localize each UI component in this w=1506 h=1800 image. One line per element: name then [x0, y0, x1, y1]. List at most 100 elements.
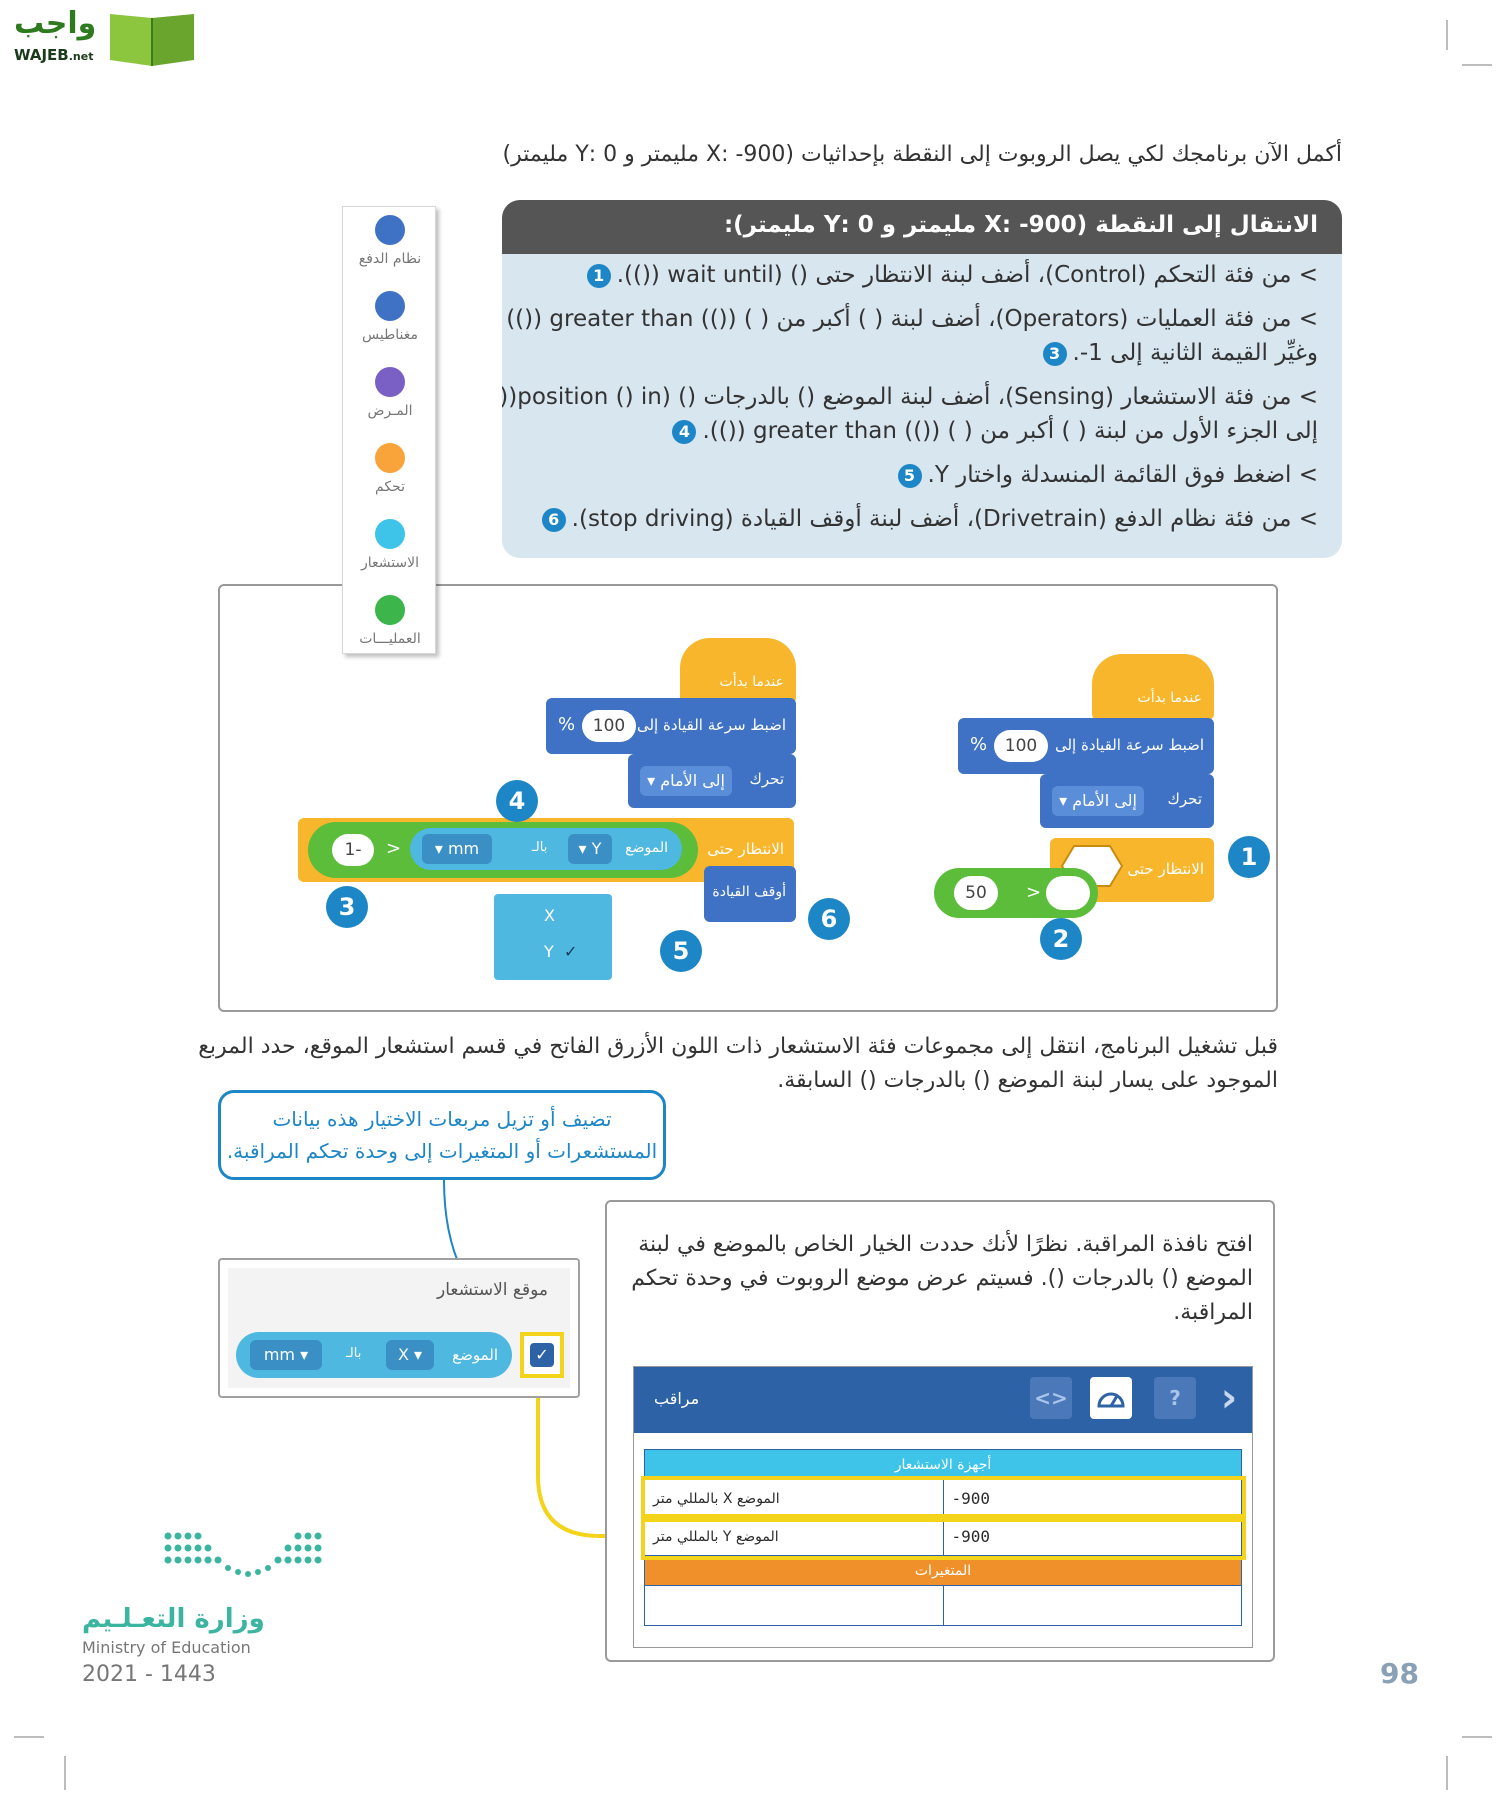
palette-label: نظام الدفع: [358, 251, 422, 267]
marker-4: 4: [496, 780, 538, 822]
category-palette: نظام الدفع مغناطيس المـرض تحكم الاستشعار…: [342, 206, 436, 654]
set-speed-block-right[interactable]: اضبط سرعة القيادة إلى 100 %: [958, 718, 1214, 774]
palette-label: الاستشعار: [360, 555, 420, 571]
palette-dot: [375, 291, 405, 321]
monitor-title: مراقب: [654, 1389, 700, 1408]
instruction-1: > من فئة التحكم (Control)، أضف لبنة الان…: [581, 262, 1318, 288]
palette-label: مغناطيس: [362, 327, 418, 343]
instruction-3: وغيِّر القيمة الثانية إلى 1-.3: [1037, 340, 1318, 366]
greater-than-block[interactable]: الموضع Y ▾ بالـ mm ▾ < -1: [308, 822, 698, 878]
direction-dropdown[interactable]: إلى الأمام ▾: [640, 766, 732, 796]
palette-dot: [375, 443, 405, 473]
palette-sensing[interactable]: الاستشعار: [343, 519, 437, 571]
palette-magnet[interactable]: مغناطيس: [343, 291, 437, 343]
logo-arabic: واجب: [14, 6, 97, 41]
monitor-header: <> ? › مراقب: [634, 1367, 1252, 1433]
monitor-window: <> ? › مراقب أجهزة الاستشعار الموضع X با…: [633, 1366, 1253, 1648]
drive-label: تحرك: [1167, 790, 1203, 808]
crop-mark: [14, 1736, 44, 1738]
crop-mark: [64, 1756, 66, 1790]
axis-dropdown[interactable]: Y ▾: [568, 834, 612, 864]
neg-one-value[interactable]: -1: [332, 834, 374, 866]
position-block[interactable]: الموضع Y ▾ بالـ mm ▾: [410, 828, 682, 870]
crop-mark: [1462, 1736, 1492, 1738]
monitor-row-y: الموضع Y بالمللي متر -900: [640, 1513, 1246, 1560]
checkbox[interactable]: ✓: [530, 1343, 554, 1367]
gauge-icon[interactable]: [1090, 1377, 1132, 1419]
check-icon: ✓: [564, 942, 578, 961]
palette-dot: [375, 367, 405, 397]
instruction-paragraph: قبل تشغيل البرنامج، انتقل إلى مجموعات فئ…: [198, 1030, 1278, 1098]
next-arrow-icon[interactable]: ›: [1220, 1375, 1238, 1421]
set-speed-label: اضبط سرعة القيادة إلى: [1054, 736, 1204, 754]
axis-dropdown-menu[interactable]: X Y ✓: [494, 894, 612, 980]
palette-label: العمليـــات: [359, 631, 421, 647]
compare-value[interactable]: 50: [954, 876, 998, 910]
ministry-english: Ministry of Education: [82, 1638, 251, 1657]
direction-dropdown[interactable]: إلى الأمام ▾: [1052, 786, 1144, 816]
axis-dropdown[interactable]: X ▾: [386, 1340, 434, 1370]
dropdown-option-y[interactable]: Y: [544, 942, 554, 961]
drive-block-left[interactable]: تحرك إلى الأمام ▾: [628, 754, 796, 808]
variable-row: [644, 1585, 1242, 1626]
set-speed-block-left[interactable]: اضبط سرعة القيادة إلى 100 %: [546, 698, 796, 754]
when-started-hat-right[interactable]: عندما بدأت: [1092, 654, 1214, 720]
palette-control[interactable]: تحكم: [343, 443, 437, 495]
percent-label: %: [558, 714, 576, 735]
callout-line: تضيف أو تزيل مربعات الاختيار هذه بيانات: [272, 1107, 612, 1131]
palette-looks[interactable]: المـرض: [343, 367, 437, 419]
greater-than-block-right[interactable]: < 50: [934, 868, 1098, 918]
ministry-arabic: وزارة التعـلـيم: [82, 1604, 265, 1634]
crop-mark: [1446, 20, 1448, 50]
monitor-table: أجهزة الاستشعار الموضع X بالمللي متر -90…: [640, 1449, 1246, 1626]
marker-1: 1: [1228, 836, 1270, 878]
lt-operator: <: [1026, 882, 1042, 903]
speed-value[interactable]: 100: [582, 710, 636, 742]
sensor-location-panel: موقع الاستشعار الموضع X ▾ بالـ mm ▾ ✓: [218, 1258, 580, 1398]
position-label: الموضع: [625, 840, 668, 856]
site-logo[interactable]: واجب WAJEB.net: [10, 6, 194, 66]
sensor-panel-title: موقع الاستشعار: [436, 1280, 548, 1300]
drive-block-right[interactable]: تحرك إلى الأمام ▾: [1040, 774, 1214, 828]
ministry-emblem-icon: [164, 1532, 322, 1577]
instructions-title: الانتقال إلى النقطة (900- :X مليمتر و 0 …: [502, 200, 1342, 254]
speed-value[interactable]: 100: [994, 730, 1048, 762]
checkbox-callout: تضيف أو تزيل مربعات الاختيار هذه بيانات …: [218, 1090, 666, 1180]
variables-header: المتغيرات: [644, 1555, 1242, 1586]
instruction-4: > من فئة الاستشعار (Sensing)، أضف لبنة ا…: [502, 384, 1318, 410]
monitor-section: افتح نافذة المراقبة. نظرًا لأنك حددت الخ…: [605, 1200, 1275, 1662]
help-icon[interactable]: ?: [1154, 1377, 1196, 1419]
palette-operators[interactable]: العمليـــات: [343, 595, 437, 647]
position-block-x[interactable]: الموضع X ▾ بالـ mm ▾: [236, 1332, 512, 1378]
stop-driving-block[interactable]: أوقف القيادة: [704, 866, 796, 922]
when-started-hat-left[interactable]: عندما بدأت: [680, 638, 796, 704]
book-icon: [110, 14, 194, 66]
code-panel: عندما بدأت اضبط سرعة القيادة إلى 100 % ت…: [218, 584, 1278, 1012]
when-started-label: عندما بدأت: [719, 674, 784, 690]
instructions-box: الانتقال إلى النقطة (900- :X مليمتر و 0 …: [502, 200, 1342, 558]
monitor-text-line: المراقبة.: [1173, 1300, 1253, 1325]
palette-drivetrain[interactable]: نظام الدفع: [343, 215, 437, 267]
empty-slot[interactable]: [1046, 876, 1090, 910]
palette-label: المـرض: [367, 403, 413, 419]
edition-year: 2021 - 1443: [82, 1662, 216, 1687]
stop-driving-label: أوقف القيادة: [712, 884, 786, 900]
row-value: -900: [942, 1517, 1242, 1556]
paragraph-line: الموجود على يسار لبنة الموضع () بالدرجات…: [777, 1068, 1278, 1093]
set-speed-label: اضبط سرعة القيادة إلى: [636, 716, 786, 734]
dropdown-option-x[interactable]: X: [544, 906, 555, 925]
instruction-6: > اضغط فوق القائمة المنسدلة واختار Y.5: [892, 462, 1318, 488]
monitor-row-x: الموضع X بالمللي متر -900: [640, 1475, 1246, 1522]
drive-label: تحرك: [749, 770, 785, 788]
unit-dropdown[interactable]: mm ▾: [250, 1340, 322, 1370]
callout-line: المستشعرات أو المتغيرات إلى وحدة تحكم ال…: [226, 1139, 658, 1163]
logo-latin: WAJEB.net: [14, 46, 94, 64]
intro-text: أكمل الآن برنامجك لكي يصل الروبوت إلى ال…: [502, 142, 1342, 167]
in-label: بالـ: [532, 840, 548, 855]
wait-until-label: الانتظار حتى: [707, 840, 784, 858]
code-icon[interactable]: <>: [1030, 1377, 1072, 1419]
unit-dropdown[interactable]: mm ▾: [422, 834, 492, 864]
row-label: الموضع X بالمللي متر: [644, 1479, 944, 1518]
monitor-text-line: الموضع () بالدرجات (). فسيتم عرض موضع ال…: [631, 1266, 1253, 1291]
crop-mark: [1446, 1756, 1448, 1790]
